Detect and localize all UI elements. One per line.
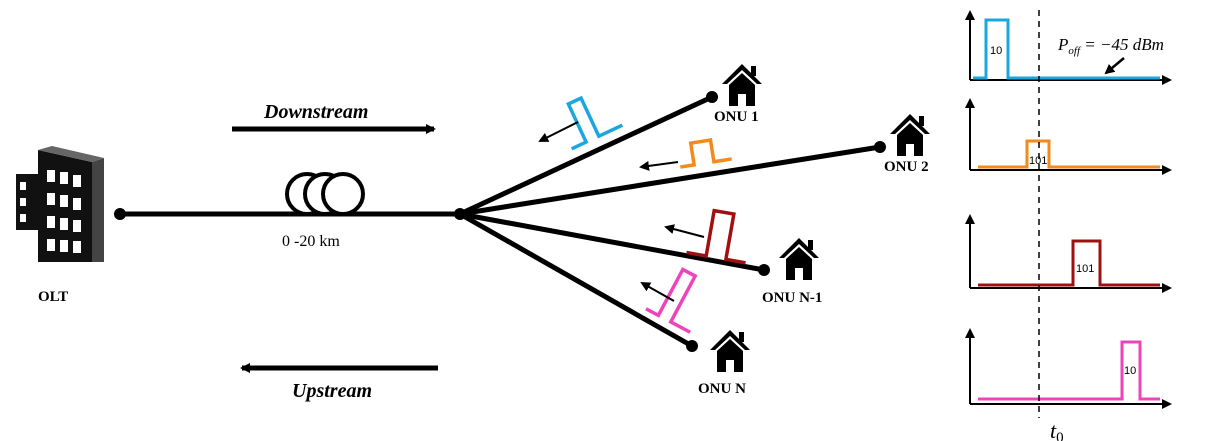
- branch-onun1: [459, 211, 765, 273]
- onu1-branch-pulse: [566, 95, 624, 151]
- onu2-branch-pulse: [680, 138, 732, 169]
- onun1-branch-pulse: [686, 208, 746, 265]
- timing-plot-onu1: 10: [965, 10, 1172, 85]
- olt-building-icon: [16, 146, 104, 262]
- olt-label: OLT: [38, 289, 68, 305]
- onu2-port-dot: [874, 141, 886, 153]
- onun1-house-icon: [779, 238, 819, 280]
- poff-label: Poff = −45 dBm: [1057, 35, 1164, 57]
- onu2-label: ONU 2: [884, 159, 929, 175]
- olt-port-dot: [114, 208, 126, 220]
- downstream-label: Downstream: [263, 101, 368, 123]
- onun-house-icon: [710, 330, 750, 372]
- fiber-length-label: 0 -20 km: [282, 233, 340, 250]
- timing-plot-onun1: 101: [965, 214, 1172, 293]
- branch-fibers: [458, 94, 881, 349]
- onu1-label: ONU 1: [714, 109, 759, 125]
- onun-direction-arrow: [640, 282, 675, 302]
- onun-port-dot: [686, 340, 698, 352]
- onu2-house-icon: [890, 114, 930, 156]
- timing-plot-onun: 10: [965, 328, 1172, 409]
- onu2-direction-arrow: [639, 160, 679, 171]
- onun1-port-dot: [758, 264, 770, 276]
- onun1-burst-label: 101: [1076, 263, 1094, 275]
- onu1-direction-arrow: [538, 121, 579, 142]
- onun-label: ONU N: [698, 381, 746, 397]
- poff-arrow: [1104, 57, 1125, 75]
- t0-label: t0: [1050, 418, 1064, 441]
- onun-burst-label: 10: [1124, 365, 1136, 377]
- branch-onun: [458, 211, 694, 349]
- upstream-label: Upstream: [292, 380, 372, 402]
- onu1-port-dot: [706, 91, 718, 103]
- onu2-burst-label: 101: [1029, 155, 1047, 167]
- onun1-label: ONU N-1: [762, 290, 822, 306]
- timing-plot-onu2: 101: [965, 98, 1172, 175]
- onun-branch-pulse: [645, 267, 698, 334]
- onu1-burst-label: 10: [990, 45, 1002, 57]
- fiber-spool-icon: [285, 172, 365, 216]
- branch-onu1: [458, 94, 714, 217]
- onu1-house-icon: [722, 64, 762, 106]
- onun1-direction-arrow: [664, 224, 705, 238]
- branch-onu2: [459, 144, 881, 217]
